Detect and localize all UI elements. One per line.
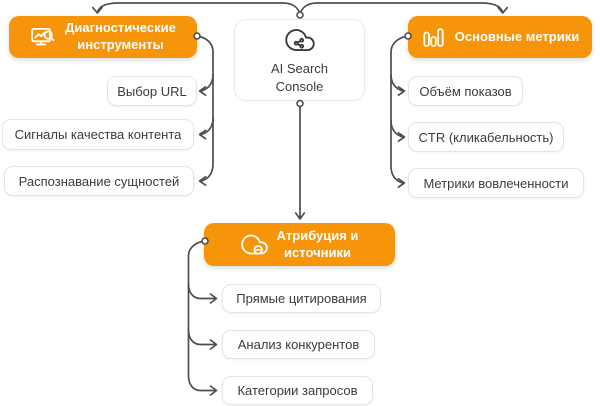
child-node-engagement-metrics[interactable]: Метрики вовлеченности bbox=[408, 168, 584, 198]
connector-center-to-metrics bbox=[299, 2, 504, 16]
child-node-impressions-volume[interactable]: Объём показов bbox=[408, 76, 523, 106]
arrowhead-signals bbox=[198, 129, 207, 140]
bar-chart-icon bbox=[421, 25, 446, 50]
arrowhead-attribution bbox=[294, 212, 306, 220]
arrowhead-categories bbox=[209, 385, 218, 396]
connector-diagnostics-branch1 bbox=[199, 73, 214, 92]
branch-label-attribution: Атрибуция и источники bbox=[276, 227, 359, 260]
arrowhead-metrics bbox=[497, 6, 509, 14]
child-node-competitor-analysis[interactable]: Анализ конкурентов bbox=[222, 330, 375, 359]
connector-metrics-trunk bbox=[390, 35, 409, 184]
connector-center-to-diagnostics bbox=[96, 2, 301, 16]
child-node-entity-recognition[interactable]: Распознавание сущностей bbox=[4, 166, 194, 196]
branch-node-attribution[interactable]: Атрибуция и источники bbox=[204, 223, 395, 266]
connector-dot-center-top bbox=[296, 11, 304, 19]
center-node-label: AI Search Console bbox=[270, 60, 329, 94]
connector-attribution-branch1 bbox=[187, 283, 217, 300]
arrowhead-competitors bbox=[209, 339, 218, 350]
monitor-search-icon bbox=[30, 24, 56, 50]
branch-label-diagnostics: Диагностические инструменты bbox=[65, 20, 176, 52]
child-node-ctr[interactable]: CTR (кликабельность) bbox=[408, 122, 564, 152]
connector-metrics-branch2 bbox=[390, 119, 405, 138]
arrowhead-citations bbox=[209, 293, 218, 304]
child-node-content-quality-signals[interactable]: Сигналы качества контента bbox=[2, 119, 194, 150]
arrowhead-ctr bbox=[397, 131, 406, 143]
connector-attribution-branch2 bbox=[187, 329, 217, 346]
arrowhead-diagnostics bbox=[91, 6, 103, 14]
arrowhead-impressions bbox=[397, 85, 406, 97]
arrowhead-engagement bbox=[397, 177, 406, 189]
connector-diagnostics-branch2 bbox=[199, 117, 214, 136]
child-node-url-selection[interactable]: Выбор URL bbox=[107, 76, 197, 106]
arrowhead-entities bbox=[198, 175, 207, 187]
child-node-direct-citations[interactable]: Прямые цитирования bbox=[222, 284, 381, 313]
cloud-share-icon bbox=[284, 25, 315, 55]
connector-dot-center-bottom bbox=[296, 99, 304, 108]
branch-node-metrics[interactable]: Основные метрики bbox=[408, 16, 592, 58]
branch-label-metrics: Основные метрики bbox=[454, 28, 580, 44]
arrowhead-url bbox=[198, 85, 207, 97]
branch-node-diagnostics[interactable]: Диагностические инструменты bbox=[9, 16, 197, 58]
center-node-ai-search-console[interactable]: AI Search Console bbox=[234, 19, 365, 101]
cloud-link-icon bbox=[240, 231, 268, 258]
child-node-query-categories[interactable]: Категории запросов bbox=[222, 376, 373, 405]
connector-metrics-branch1 bbox=[390, 73, 405, 92]
connector-diagnostics-trunk bbox=[196, 35, 214, 182]
